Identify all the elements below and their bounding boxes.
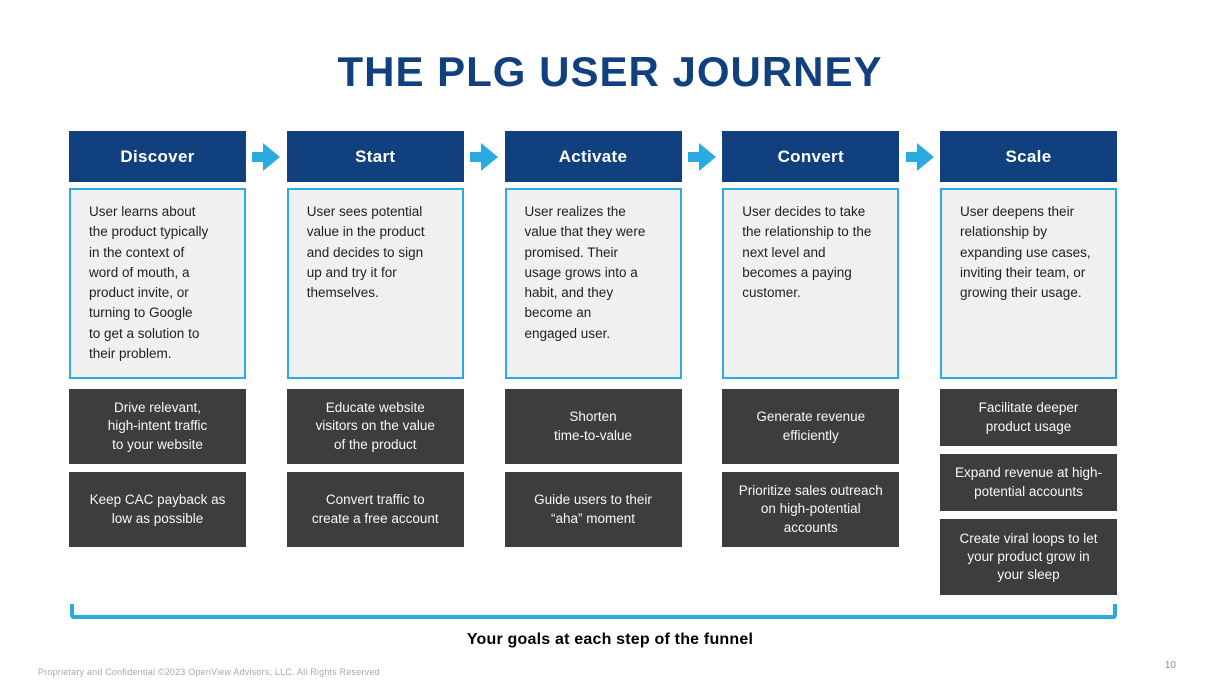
stage-description: User decides to take the relationship to… [722,188,900,379]
journey-column-start: Start User sees potential value in the p… [286,131,464,547]
stage-description: User sees potential value in the product… [286,188,464,379]
stage-header-label: Activate [558,146,628,166]
stage-goals: Educate website visitors on the value of… [286,389,464,547]
goal-box: Educate website visitors on the value of… [286,389,464,464]
goal-box: Generate revenue efficiently [722,389,900,464]
goal-box: Create viral loops to let your product g… [940,519,1117,595]
arrow-cell [899,131,940,182]
journey-column-discover: Discover User learns about the product t… [69,131,246,547]
journey-column-activate: Activate User realizes the value that th… [504,131,682,547]
arrow-cell [682,131,723,182]
right-arrow-icon [252,142,281,171]
stage-description: User learns about the product typically … [69,188,246,379]
goals-bracket [70,604,1117,619]
goal-box: Keep CAC payback as low as possible [69,472,246,547]
stage-description: User realizes the value that they were p… [504,188,682,379]
footer-confidentiality: Proprietary and Confidential ©2023 OpenV… [38,667,380,677]
journey-column-convert: Convert User decides to take the relatio… [722,131,900,547]
journey-column-scale: Scale User deepens their relationship by… [940,131,1117,595]
goal-box: Guide users to their “aha” moment [504,472,682,547]
right-arrow-icon [687,142,716,171]
goal-box: Convert traffic to create a free account [286,472,464,547]
stage-header-label: Discover [120,146,195,166]
arrow-cell [464,131,505,182]
page-title: THE PLG USER JOURNEY [337,48,883,95]
stage-header-convert: Convert [722,131,900,182]
stage-header-activate: Activate [504,131,682,182]
right-arrow-icon [905,142,934,171]
stage-header-start: Start [286,131,464,182]
stage-header-discover: Discover [69,131,246,182]
stage-header-label: Convert [777,146,844,166]
arrow-cell [246,131,287,182]
stage-goals: Drive relevant, high-intent traffic to y… [69,389,246,547]
stage-header-scale: Scale [940,131,1117,182]
journey-columns: Discover User learns about the product t… [69,131,1117,595]
stage-description: User deepens their relationship by expan… [940,188,1117,379]
stage-header-label: Start [355,146,396,166]
goal-box: Facilitate deeper product usage [940,389,1117,446]
goal-box: Prioritize sales outreach on high-potent… [722,472,900,547]
right-arrow-icon [470,142,499,171]
goal-box: Drive relevant, high-intent traffic to y… [69,389,246,464]
goals-caption: Your goals at each step of the funnel [466,631,754,648]
stage-header-label: Scale [1005,146,1052,166]
goal-box: Expand revenue at high- potential accoun… [940,454,1117,511]
goal-box: Shorten time-to-value [504,389,682,464]
page-number: 10 [1164,660,1176,671]
